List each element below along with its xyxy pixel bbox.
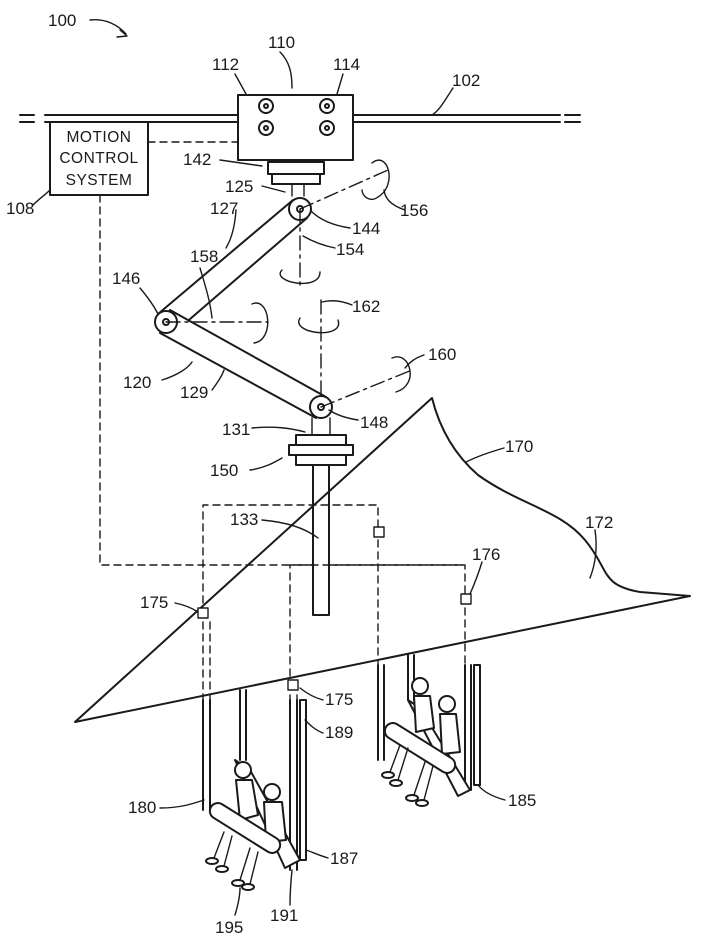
label-108: 108: [6, 199, 34, 218]
label-170: 170: [505, 437, 533, 456]
label-125: 125: [225, 177, 253, 196]
label-187: 187: [330, 849, 358, 868]
sensor-frames: [198, 505, 471, 700]
mcs-line2: CONTROL: [59, 150, 138, 167]
label-102: 102: [452, 71, 480, 90]
label-175-center: 175: [325, 690, 353, 709]
label-189: 189: [325, 723, 353, 742]
label-180: 180: [128, 798, 156, 817]
label-150: 150: [210, 461, 238, 480]
label-172: 172: [585, 513, 613, 532]
label-131: 131: [222, 420, 250, 439]
label-162: 162: [352, 297, 380, 316]
mcs-line3: SYSTEM: [66, 172, 133, 189]
label-160: 160: [428, 345, 456, 364]
label-142: 142: [183, 150, 211, 169]
label-156: 156: [400, 201, 428, 220]
label-148: 148: [360, 413, 388, 432]
label-110: 110: [268, 33, 295, 52]
label-175-left: 175: [140, 593, 168, 612]
sensor-175-center: [288, 680, 298, 690]
label-158: 158: [190, 247, 218, 266]
label-176: 176: [472, 545, 500, 564]
sensor-top: [374, 527, 384, 537]
label-120: 120: [123, 373, 151, 392]
ride-vehicle-left: [203, 690, 306, 890]
sensor-175-left: [198, 608, 208, 618]
label-133: 133: [230, 510, 258, 529]
label-185: 185: [508, 791, 536, 810]
label-154: 154: [336, 240, 364, 259]
carriage: [238, 95, 353, 196]
mcs-line1: MOTION: [67, 129, 132, 146]
sensor-176: [461, 594, 471, 604]
label-146: 146: [112, 269, 140, 288]
label-144: 144: [352, 219, 380, 238]
motion-control-system: MOTION CONTROL SYSTEM: [50, 122, 148, 195]
label-100: 100: [48, 11, 76, 30]
ride-vehicle-right: [378, 655, 480, 806]
label-129: 129: [180, 383, 208, 402]
projection-screen: [75, 398, 690, 722]
label-191: 191: [270, 906, 298, 925]
label-114: 114: [333, 55, 360, 74]
label-127: 127: [210, 199, 238, 218]
label-195: 195: [215, 918, 243, 937]
label-112: 112: [212, 55, 239, 74]
